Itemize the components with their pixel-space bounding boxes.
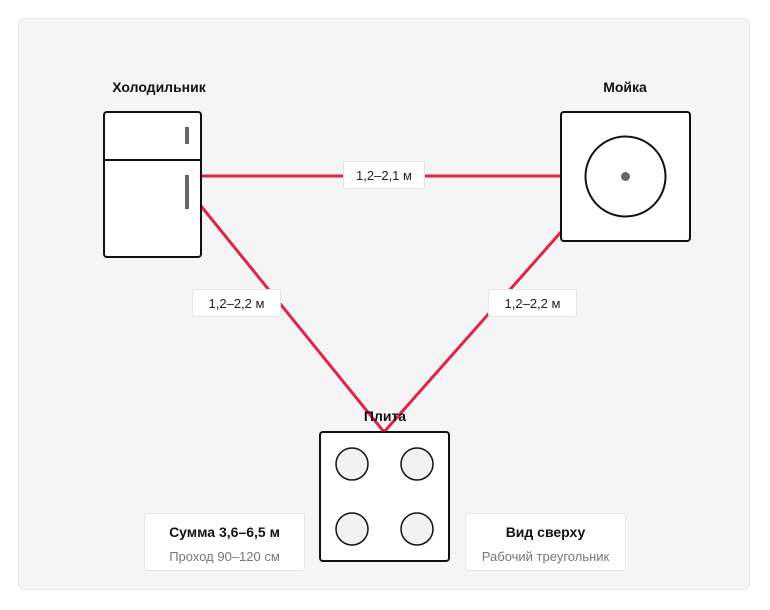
sink-stove-distance: 1,2–2,2 м [488, 289, 577, 317]
view-title: Вид сверху [505, 524, 586, 540]
summary-title: Сумма 3,6–6,5 м [169, 524, 280, 540]
sink-stove-line [382, 231, 563, 433]
sink-label: Мойка [603, 79, 647, 95]
stove-label: Плита [363, 408, 407, 424]
fridge-label: Холодильник [112, 79, 206, 95]
fridge-stove-line [199, 205, 386, 433]
view-card: Вид сверху Рабочий треугольник [465, 513, 626, 571]
summary-subtitle: Проход 90–120 см [169, 549, 280, 564]
stove-icon [319, 431, 450, 562]
view-subtitle: Рабочий треугольник [481, 549, 610, 564]
fridge-stove-distance: 1,2–2,2 м [192, 289, 281, 317]
sink-icon [560, 111, 691, 242]
summary-card: Сумма 3,6–6,5 м Проход 90–120 см [144, 513, 305, 571]
fridge-icon [103, 111, 202, 258]
fridge-sink-distance: 1,2–2,1 м [343, 161, 425, 189]
